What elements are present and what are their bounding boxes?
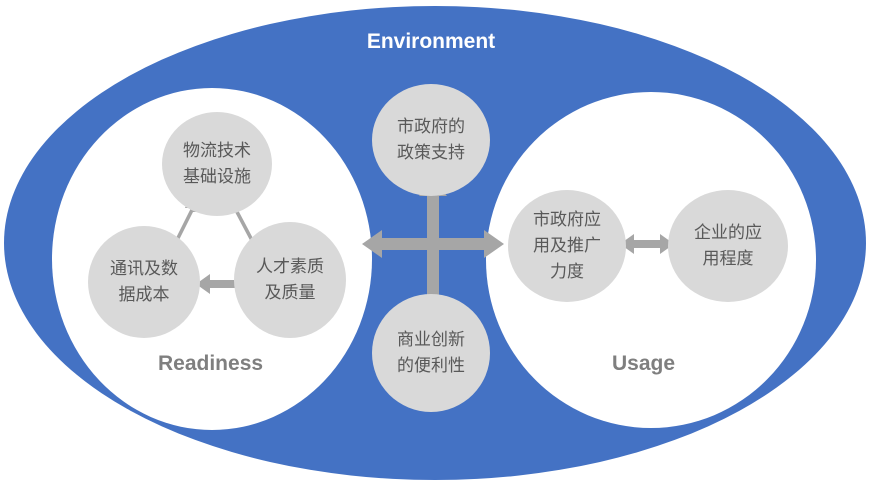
node-enterprise-usage: 企业的应 用程度 <box>668 190 788 302</box>
node-government-application: 市政府应 用及推广 力度 <box>508 190 626 302</box>
arrow-logistics-telecom <box>166 196 199 256</box>
node-logistics-label: 物流技术 基础设施 <box>183 141 251 187</box>
arrow-telecom-talent <box>196 274 254 294</box>
node-gov-policy-label: 市政府的 政策支持 <box>397 117 465 163</box>
readiness-label: Readiness <box>158 352 264 375</box>
node-talent-label: 人才素质 及质量 <box>256 257 324 303</box>
node-business-innovation: 商业创新 的便利性 <box>372 294 490 412</box>
node-telecom-label: 通讯及数 据成本 <box>110 259 178 305</box>
arrow-cross-vertical <box>419 178 447 314</box>
node-talent-quality: 人才素质 及质量 <box>234 222 346 338</box>
environment-label: Environment <box>366 30 496 53</box>
arrow-gov-enterprise <box>620 234 674 254</box>
node-enterprise-usage-label: 企业的应 用程度 <box>694 223 762 269</box>
node-telecom-data-cost: 通讯及数 据成本 <box>88 226 200 338</box>
node-biz-innovation-label: 商业创新 的便利性 <box>397 330 465 376</box>
usage-label: Usage <box>612 352 676 375</box>
node-gov-application-label: 市政府应 用及推广 力度 <box>533 210 601 282</box>
node-government-policy: 市政府的 政策支持 <box>372 84 490 196</box>
node-logistics-infrastructure: 物流技术 基础设施 <box>162 112 272 216</box>
